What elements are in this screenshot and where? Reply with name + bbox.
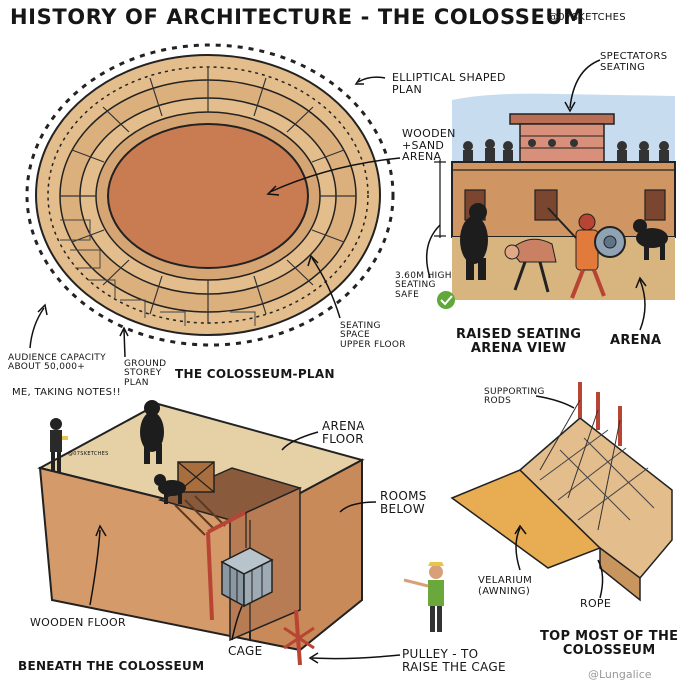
wooden-floor-planks <box>174 495 226 536</box>
top-colosseum <box>450 382 673 602</box>
ropes <box>539 399 621 531</box>
top-wall-side <box>599 546 641 602</box>
fallen-man-figure <box>504 238 557 293</box>
colosseum-plan <box>25 43 395 347</box>
me-figure <box>50 418 68 472</box>
height-dimension <box>434 160 446 238</box>
label-me: ME, TAKING NOTES!! <box>12 387 121 398</box>
plan-arena <box>107 123 309 269</box>
check-icon <box>437 291 455 309</box>
plan-arrows <box>29 76 401 358</box>
cage <box>220 547 274 608</box>
beneath-colosseum <box>37 400 444 666</box>
sign-text: @07SKETCHES <box>68 451 109 457</box>
label-arena: ARENA <box>610 333 662 348</box>
worker-figure <box>403 562 444 632</box>
label-wooden-floor: WOODEN FLOOR <box>30 616 126 629</box>
caption-beneath: BENEATH THE COLOSSEUM <box>18 659 205 673</box>
watermark: @Lungalice <box>588 668 652 681</box>
top-wall-lines <box>539 429 655 521</box>
top-arrows <box>514 395 604 599</box>
plan-outer-pillars <box>25 43 395 347</box>
handle: @07SKETCHES <box>548 12 626 23</box>
stand-roof <box>509 113 615 125</box>
dog-figure <box>633 219 668 260</box>
bear-standing <box>140 400 164 464</box>
caption-plan: THE COLOSSEUM-PLAN <box>175 367 335 381</box>
page-title: HISTORY OF ARCHITECTURE - THE COLOSSEUM <box>10 5 585 29</box>
gladiator-figure <box>547 207 626 299</box>
pulley-cross <box>283 626 315 650</box>
spectators <box>463 139 669 162</box>
label-velarium: VELARIUM(AWNING) <box>478 575 533 597</box>
plan-ground-storey-lines <box>60 219 256 326</box>
beneath-arrows <box>89 431 401 664</box>
arena-view <box>434 93 676 309</box>
plan-radial-walls <box>60 68 356 324</box>
label-rope: ROPE <box>580 597 612 610</box>
arena-gate <box>644 189 666 221</box>
bear-figure <box>460 203 488 280</box>
arena-arrows <box>425 59 647 331</box>
bear-small <box>154 474 186 504</box>
label-cage: CAGE <box>228 644 263 658</box>
